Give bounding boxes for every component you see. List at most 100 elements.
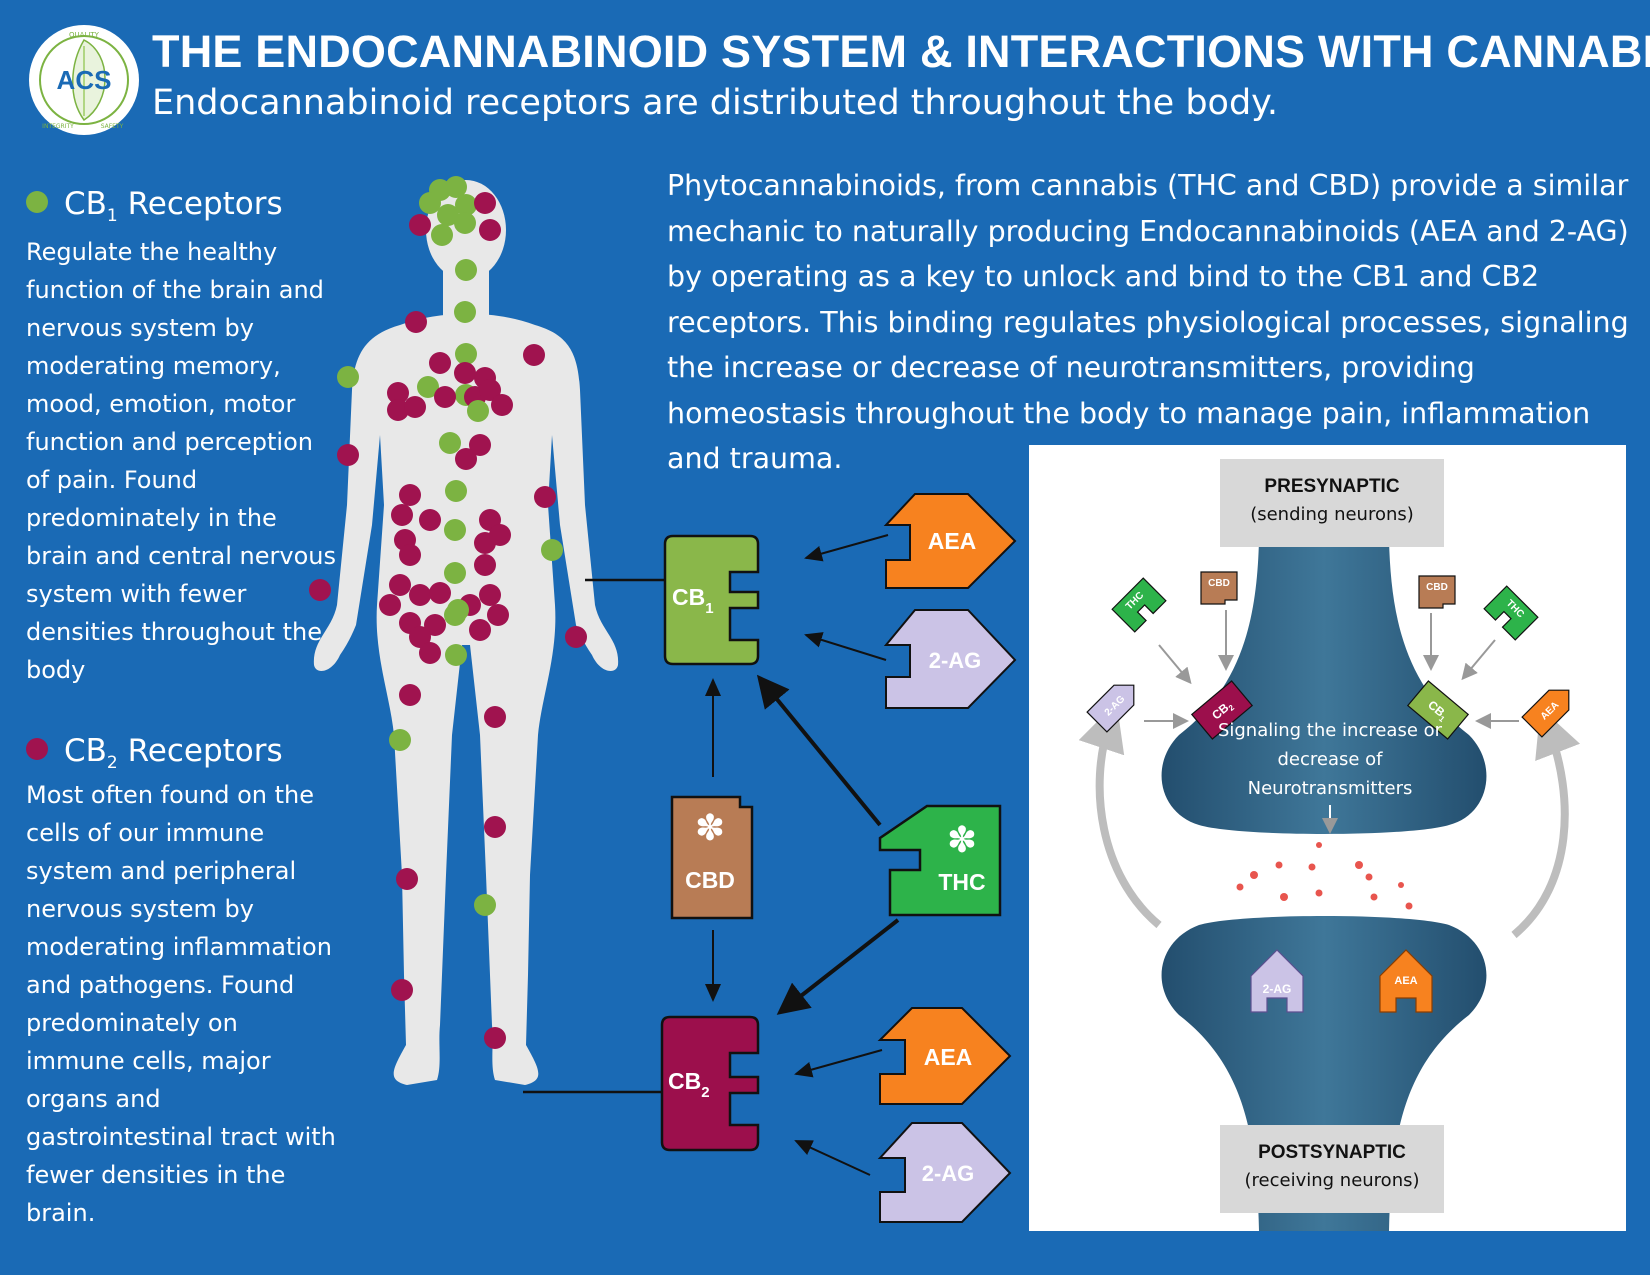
- synapse-illustration: THC CBD CBD THC 2-AG AEA CB2 CB1: [1078, 540, 1581, 1231]
- cb1-dot-icon: [26, 190, 48, 213]
- aea-bottom-label: AEA: [924, 1044, 973, 1070]
- cb2-receptor-dot: [429, 352, 451, 374]
- aea-bottom-shape: [877, 1007, 1012, 1105]
- cb2-receptor-dot: [434, 386, 456, 408]
- cbd-tag-right: CBD: [1418, 575, 1456, 609]
- cb1-receptor-dot: [337, 366, 359, 388]
- cb2-receptor-dot: [399, 544, 421, 566]
- cb1-receptor-dot: [445, 480, 467, 502]
- cb1-receptor-dot: [541, 539, 563, 561]
- cb2-receptor-dot: [491, 394, 513, 416]
- aea-top-shape: [883, 493, 1017, 589]
- cb1-receptor-dot: [474, 894, 496, 916]
- small-binding-arrows: [1144, 610, 1519, 834]
- cb1-receptor-dot: [455, 194, 477, 216]
- cb1-receptor-dot: [439, 432, 461, 454]
- thc-block: [878, 804, 1002, 917]
- cb2-receptor-dot: [487, 604, 509, 626]
- 2ag-bottom-shape: [877, 1122, 1012, 1223]
- cb1-receptor-dot: [454, 212, 476, 234]
- cb2-receptor-dot: [565, 626, 587, 648]
- cb2-receptor-dot: [399, 684, 421, 706]
- cb2-receptor-dot: [409, 626, 431, 648]
- page-title: THE ENDOCANNABINOID SYSTEM & INTERACTION…: [152, 26, 1650, 77]
- postsynaptic-label-box: POSTSYNAPTIC (receiving neurons): [1220, 1125, 1444, 1213]
- cb1-receptor-dot: [419, 192, 441, 214]
- svg-text:AEA: AEA: [1394, 975, 1417, 987]
- cb2-receptor-dot: [474, 554, 496, 576]
- cb2-dot-icon: [26, 737, 48, 760]
- cb2-block-label: CB2: [668, 1068, 710, 1101]
- cb2-receptor-dot: [389, 574, 411, 596]
- cb2-receptor-dot: [454, 362, 476, 384]
- cb2-receptor-dot: [455, 448, 477, 470]
- arrow-2ag-to-cb1: [804, 632, 887, 661]
- cb2-receptor-dot: [309, 579, 331, 601]
- cb1-receptor-dot: [467, 400, 489, 422]
- logo-text: ACS: [57, 65, 112, 95]
- aea-post-tag: AEA: [1379, 949, 1433, 1013]
- thc-tag-left: THC: [1111, 577, 1167, 633]
- arrow-aea-to-cb1: [804, 534, 889, 562]
- cb2-receptor-dot: [479, 584, 501, 606]
- page-subtitle: Endocannabinoid receptors are distribute…: [152, 83, 1279, 123]
- cb1-receptor-dot: [455, 259, 477, 281]
- cb2-receptor-dot: [387, 382, 409, 404]
- cb1-receptor-dot: [437, 204, 459, 226]
- arrow-thc-to-cb2: [776, 918, 900, 1015]
- cb2-receptor-dot: [474, 192, 496, 214]
- cb2-receptor-dot: [469, 434, 491, 456]
- svg-text:CBD: CBD: [1426, 582, 1448, 593]
- cb1-receptor-dot: [445, 644, 467, 666]
- thc-leaf-icon: ✽: [947, 820, 977, 861]
- aea-tag-right: AEA: [1521, 689, 1570, 738]
- cb2-receptor-dot: [391, 979, 413, 1001]
- cbd-label: CBD: [685, 867, 735, 893]
- cb2-receptor-dot: [489, 524, 511, 546]
- cb2-receptor-dot: [379, 594, 401, 616]
- cb2-receptor-dot: [484, 706, 506, 728]
- left-cycle-arrow: [1078, 702, 1162, 929]
- svg-text:INTEGRITY: INTEGRITY: [42, 123, 74, 130]
- cb2-receptor-dot: [479, 379, 501, 401]
- cb2-receptor-dot: [469, 619, 491, 641]
- cb2-receptor-dot: [523, 344, 545, 366]
- cb1-receptor-dot: [389, 729, 411, 751]
- svg-text:SAFETY: SAFETY: [101, 123, 124, 130]
- 2ag-bottom-label: 2-AG: [922, 1161, 975, 1186]
- thc-label: THC: [938, 869, 985, 895]
- cb1-receptor-dot: [444, 562, 466, 584]
- right-cycle-arrow: [1511, 707, 1581, 939]
- cb2-tag: CB2: [1190, 680, 1254, 740]
- cb2-receptor-dot: [409, 214, 431, 236]
- 2ag-tag-left: 2-AG: [1086, 684, 1135, 733]
- 2ag-top-shape: [883, 609, 1017, 709]
- cb1-receptor-block: [663, 534, 760, 666]
- svg-text:CBD: CBD: [1208, 578, 1230, 589]
- presynaptic-label-box: PRESYNAPTIC (sending neurons): [1220, 459, 1444, 547]
- cb2-receptor-dot: [391, 504, 413, 526]
- cbd-tag-left: CBD: [1200, 571, 1238, 605]
- cb1-block-label: CB1: [672, 584, 714, 617]
- cb1-description: Regulate the healthy function of the bra…: [26, 238, 336, 684]
- postsynaptic-title: POSTSYNAPTIC: [1258, 1142, 1406, 1163]
- cb2-receptor-dot: [396, 868, 418, 890]
- cb1-receptor-dot: [455, 343, 477, 365]
- cb1-receptor-dot: [447, 599, 469, 621]
- 2ag-top-label: 2-AG: [929, 648, 982, 673]
- cb2-receptor-dot: [534, 486, 556, 508]
- cb1-receptor-dot: [431, 224, 453, 246]
- cb1-receptor-dot: [417, 376, 439, 398]
- aea-top-label: AEA: [928, 528, 977, 554]
- cb2-receptor-dot: [337, 444, 359, 466]
- arrow-2ag-to-cb2: [794, 1140, 871, 1176]
- cb1-receptor-dot: [445, 176, 467, 198]
- acs-logo: ACS QUALITY INTEGRITY SAFETY: [29, 25, 139, 135]
- cb2-receptor-dot: [387, 399, 409, 421]
- thc-tag-right: THC: [1483, 585, 1539, 641]
- signaling-text: Signaling the increase or decrease of Ne…: [1217, 720, 1443, 799]
- cb2-heading: CB2 Receptors: [26, 733, 283, 773]
- presynaptic-terminal: [1161, 540, 1487, 834]
- neurotransmitter-dots: [1236, 842, 1413, 910]
- cbd-block: [670, 795, 754, 920]
